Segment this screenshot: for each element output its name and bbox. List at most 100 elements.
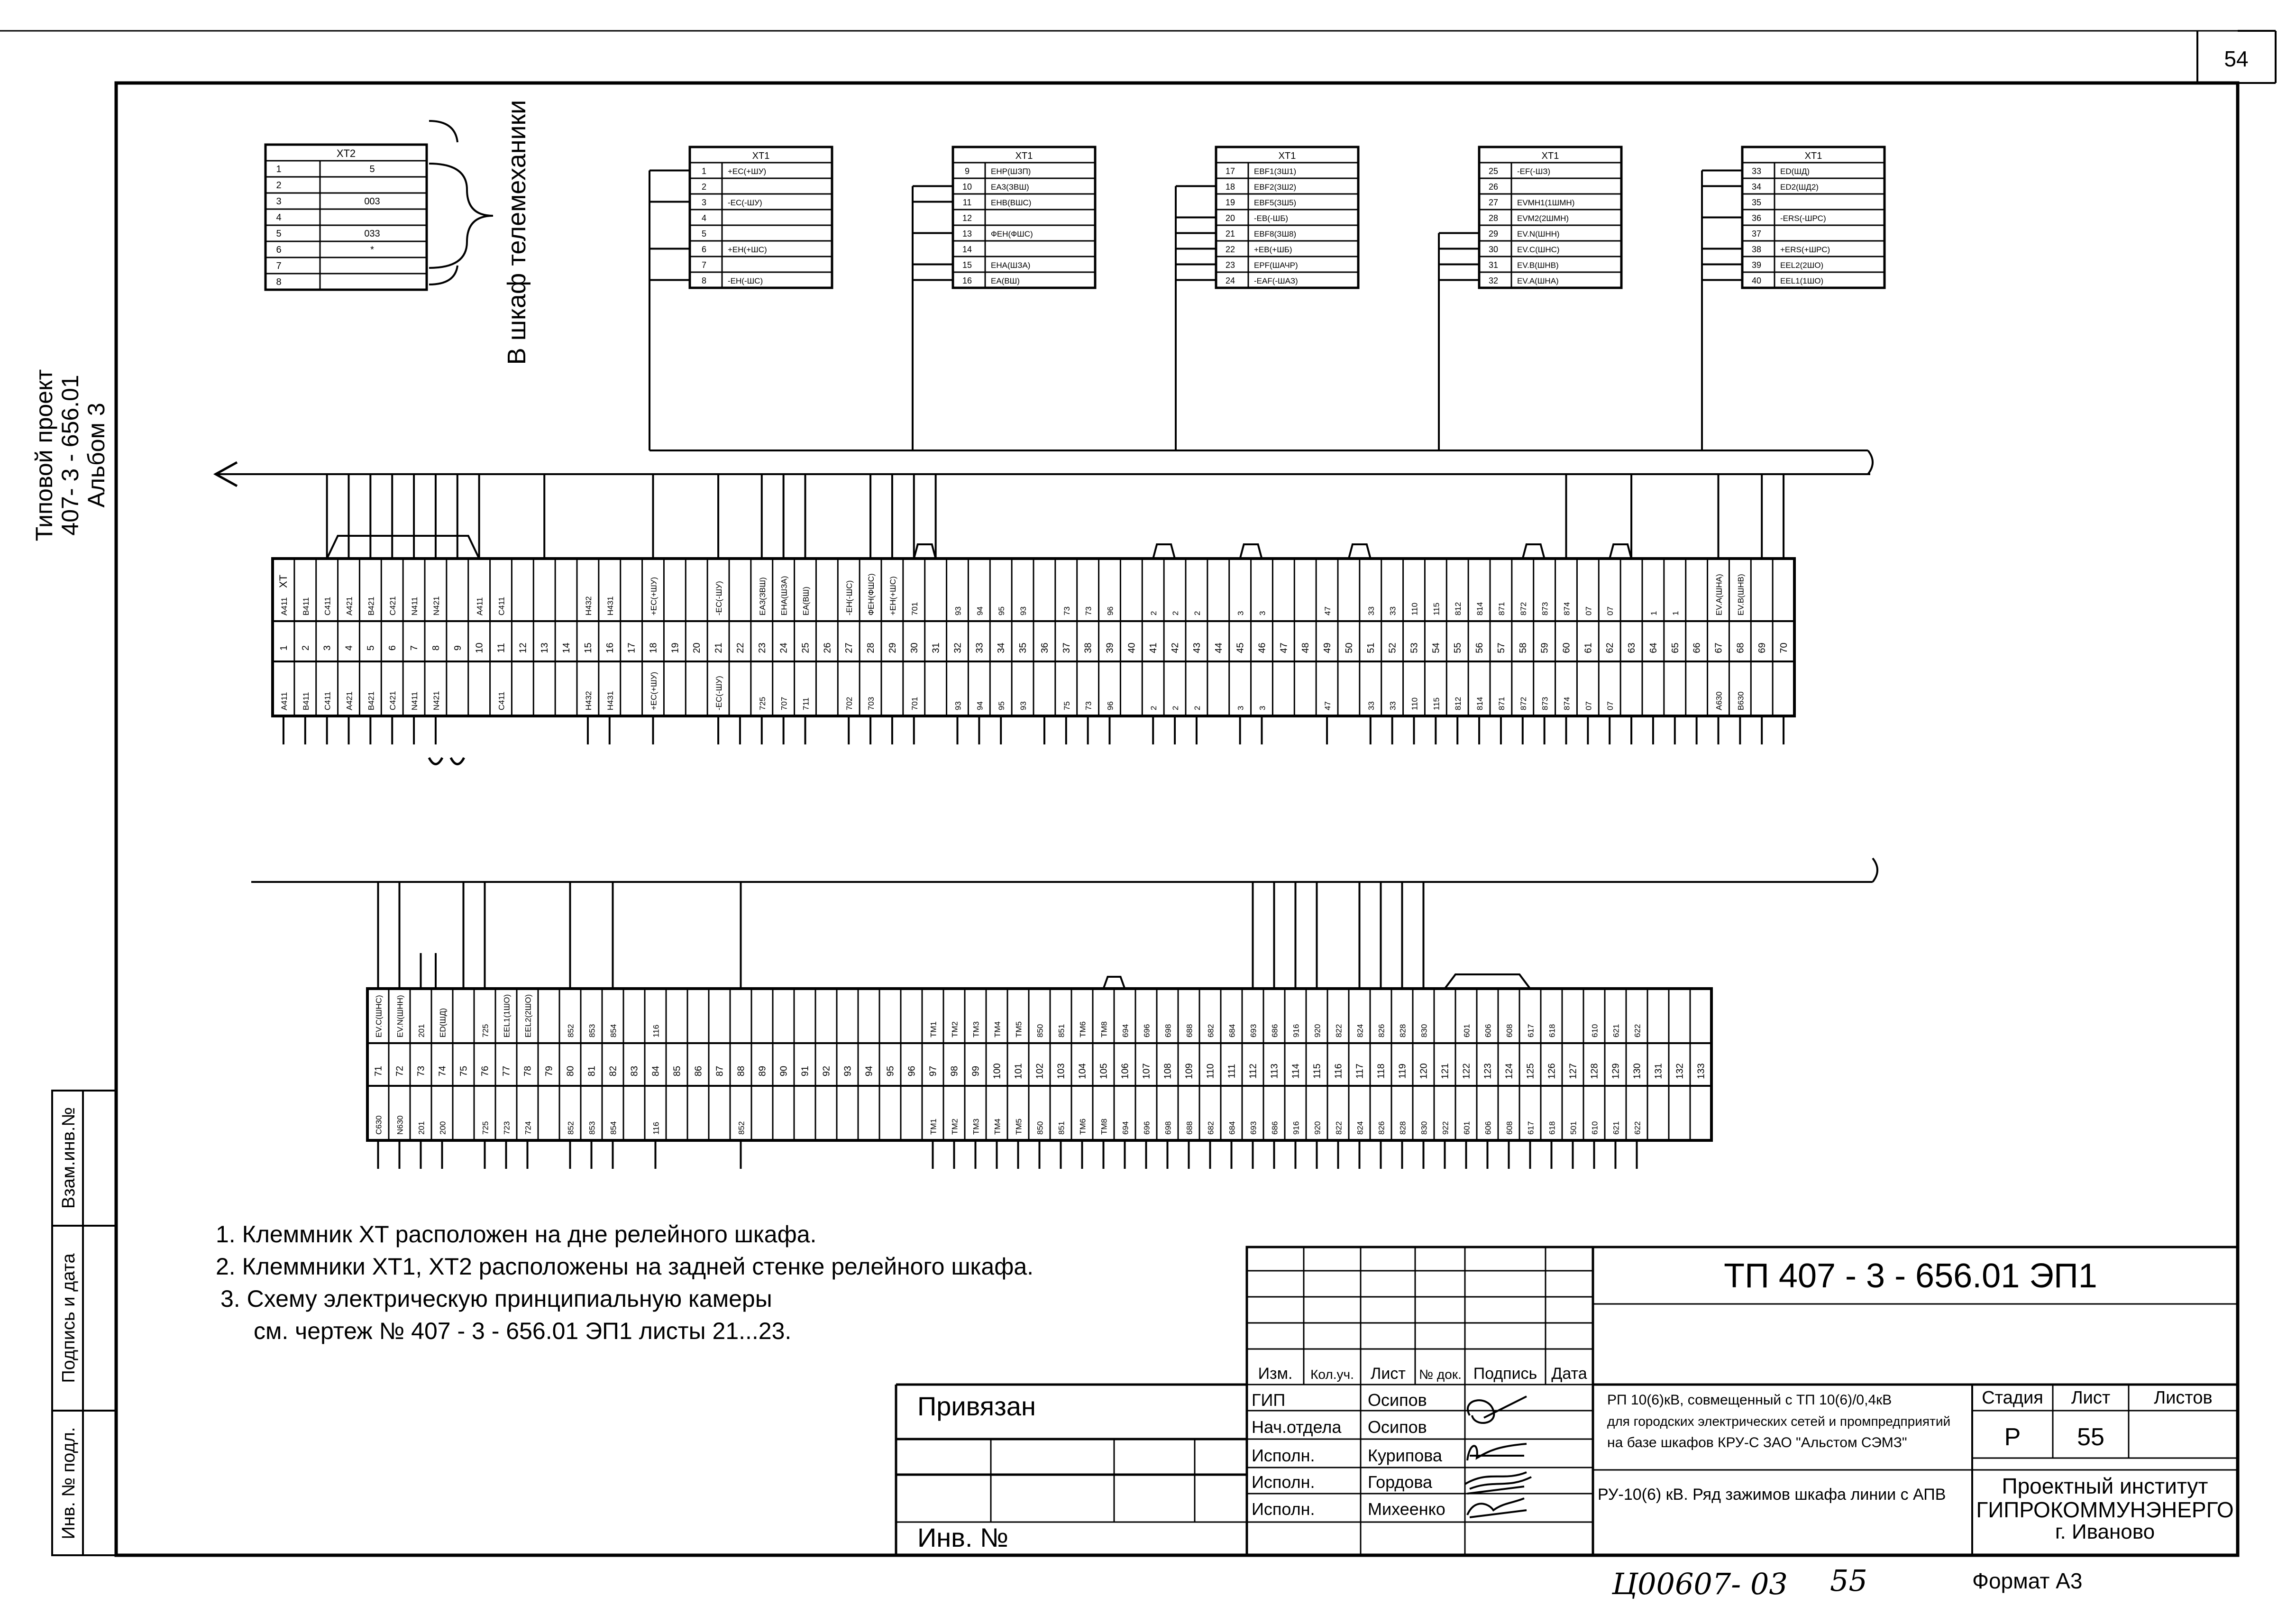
terminal-number: 101 [1014, 1063, 1024, 1079]
xt1-row-num: 1 [702, 166, 706, 176]
terminal-number: 21 [713, 642, 724, 653]
terminal-bottom-mark: 922 [1441, 1121, 1450, 1135]
terminal-top-mark: 617 [1527, 1024, 1536, 1037]
terminal-number: 112 [1248, 1064, 1259, 1079]
terminal-bottom-mark: 07 [1584, 701, 1593, 710]
terminal-number: 40 [1126, 642, 1137, 653]
arrow-left-icon [213, 461, 238, 487]
terminal-number: 78 [523, 1066, 533, 1076]
list-label: Лист [2071, 1388, 2111, 1408]
terminal-number: 38 [1083, 642, 1094, 653]
terminal-number: 48 [1300, 642, 1311, 653]
xt1-row-mark: EV.C(ШНС) [1517, 245, 1560, 254]
terminal-bottom-mark: 2 [1193, 706, 1202, 710]
terminal-top-mark: 2 [1193, 611, 1202, 615]
terminal-number: 17 [627, 642, 637, 653]
terminal-top-mark: C411 [497, 597, 506, 615]
terminal-number: 79 [544, 1066, 555, 1076]
terminal-number: 106 [1120, 1063, 1131, 1079]
terminal-number: 33 [974, 642, 985, 653]
terminal-bottom-mark: 874 [1563, 697, 1572, 710]
xt1-row-num: 24 [1226, 276, 1235, 285]
terminal-number: 92 [822, 1066, 832, 1076]
terminal-top-mark: 686 [1271, 1024, 1280, 1037]
terminal-bottom-mark: 94 [975, 701, 984, 710]
terminal-top-mark: 853 [588, 1024, 597, 1037]
xt1-row-num: 31 [1489, 260, 1498, 270]
xt1-row-mark: -EB(-ШБ) [1254, 214, 1288, 223]
terminal-number: 5 [366, 645, 376, 651]
terminal-bottom-mark: 75 [1062, 701, 1071, 710]
terminal-number: 100 [992, 1063, 1003, 1079]
terminal-bottom-mark: 110 [1410, 697, 1419, 710]
tb-role: ГИП [1252, 1390, 1285, 1410]
terminal-top-mark: EV.B(ШНВ) [1736, 574, 1745, 615]
terminal-bottom-mark: B421 [366, 691, 375, 710]
terminal-number: 55 [1453, 642, 1463, 653]
terminal-bottom-mark: 854 [609, 1121, 618, 1135]
note-3: 3. Схему электрическую принципиальную ка… [220, 1285, 772, 1312]
terminal-bottom-mark: 95 [997, 701, 1006, 710]
terminal-strip-xt-71-133: 71EV.C(ШНС)C63072EV.N(ШНН)N6307320120174… [366, 882, 1713, 1169]
terminal-bottom-mark: H432 [584, 691, 593, 710]
tb-name: Осипов [1368, 1390, 1427, 1410]
xt1-title: XT1 [752, 151, 770, 161]
terminal-bottom-mark: 200 [439, 1121, 448, 1135]
terminal-top-mark: TM5 [1015, 1021, 1024, 1037]
terminal-top-mark: 610 [1591, 1024, 1600, 1037]
terminal-number: 87 [715, 1066, 725, 1076]
terminal-bottom-mark: 3 [1236, 706, 1245, 710]
terminal-bottom-mark: 701 [910, 697, 919, 710]
terminal-number: 90 [779, 1066, 789, 1076]
xt1-row-num: 25 [1489, 166, 1498, 176]
terminal-bottom-mark: TM4 [993, 1119, 1002, 1135]
terminal-number: 86 [694, 1066, 704, 1076]
terminal-bottom-mark: 872 [1519, 697, 1528, 710]
xt1-row-mark: EV.N(ШНН) [1517, 229, 1560, 239]
jumper [1347, 543, 1372, 559]
xt1-tables: XT11+EC(+ШУ)23-EC(-ШУ)456+EH(+ШС)78-EH(-… [649, 146, 1886, 450]
terminal-top-mark: 2 [1149, 611, 1158, 615]
tb-role: Нач.отдела [1252, 1417, 1342, 1437]
terminal-number: 28 [866, 642, 876, 653]
terminal-top-mark: -EH(-ШС) [845, 580, 854, 615]
note-2: 2. Клеммники XT1, XT2 расположены на зад… [216, 1253, 1034, 1280]
terminal-number: 108 [1163, 1063, 1173, 1079]
xt2-frame [264, 143, 428, 291]
terminal-top-mark: 07 [1606, 606, 1615, 615]
terminal-number: 119 [1398, 1064, 1408, 1079]
terminal-top-mark: 622 [1633, 1024, 1642, 1037]
terminal-number: 45 [1235, 642, 1246, 653]
xt1-row-mark: EV.A(ШНА) [1517, 276, 1559, 285]
tb-name: Осипов [1368, 1417, 1427, 1437]
terminal-top-mark: N411 [410, 597, 419, 615]
terminal-top-mark: 871 [1497, 602, 1506, 615]
xt1-row-num: 20 [1226, 213, 1235, 223]
stage-label: Стадия [1982, 1388, 2043, 1408]
xt1-row-mark: EBF2(ЗШ2) [1254, 183, 1296, 192]
terminal-bottom-mark: 707 [780, 697, 789, 710]
terminal-number: 39 [1105, 642, 1116, 653]
terminal-number: 96 [907, 1066, 917, 1076]
terminal-number: 2 [301, 645, 311, 651]
jumper-long [1444, 973, 1531, 990]
terminal-bottom-mark: C411 [497, 692, 506, 710]
terminal-top-mark: A411 [476, 597, 485, 615]
terminal-top-mark: C411 [323, 597, 332, 615]
terminal-number: 57 [1496, 642, 1507, 653]
xt1-row-num: 11 [963, 198, 972, 207]
bus-lines [213, 450, 1878, 883]
terminal-number: 129 [1611, 1063, 1621, 1079]
terminal-top-mark: 851 [1057, 1024, 1066, 1037]
terminal-bottom-mark: 851 [1057, 1121, 1066, 1135]
terminal-number: 27 [844, 642, 854, 653]
xt1-row-num: 10 [962, 182, 972, 192]
xt1-row-mark: EHA(ШЗА) [991, 261, 1030, 270]
xt2-row-num: 8 [276, 277, 281, 287]
terminal-number: 71 [374, 1066, 384, 1076]
xt1-row-mark: -EC(-ШУ) [728, 198, 762, 207]
terminal-number: 125 [1526, 1063, 1536, 1079]
terminal-top-mark: 601 [1463, 1024, 1472, 1037]
xt1-row-mark: EA3(ЗВШ) [991, 183, 1029, 192]
